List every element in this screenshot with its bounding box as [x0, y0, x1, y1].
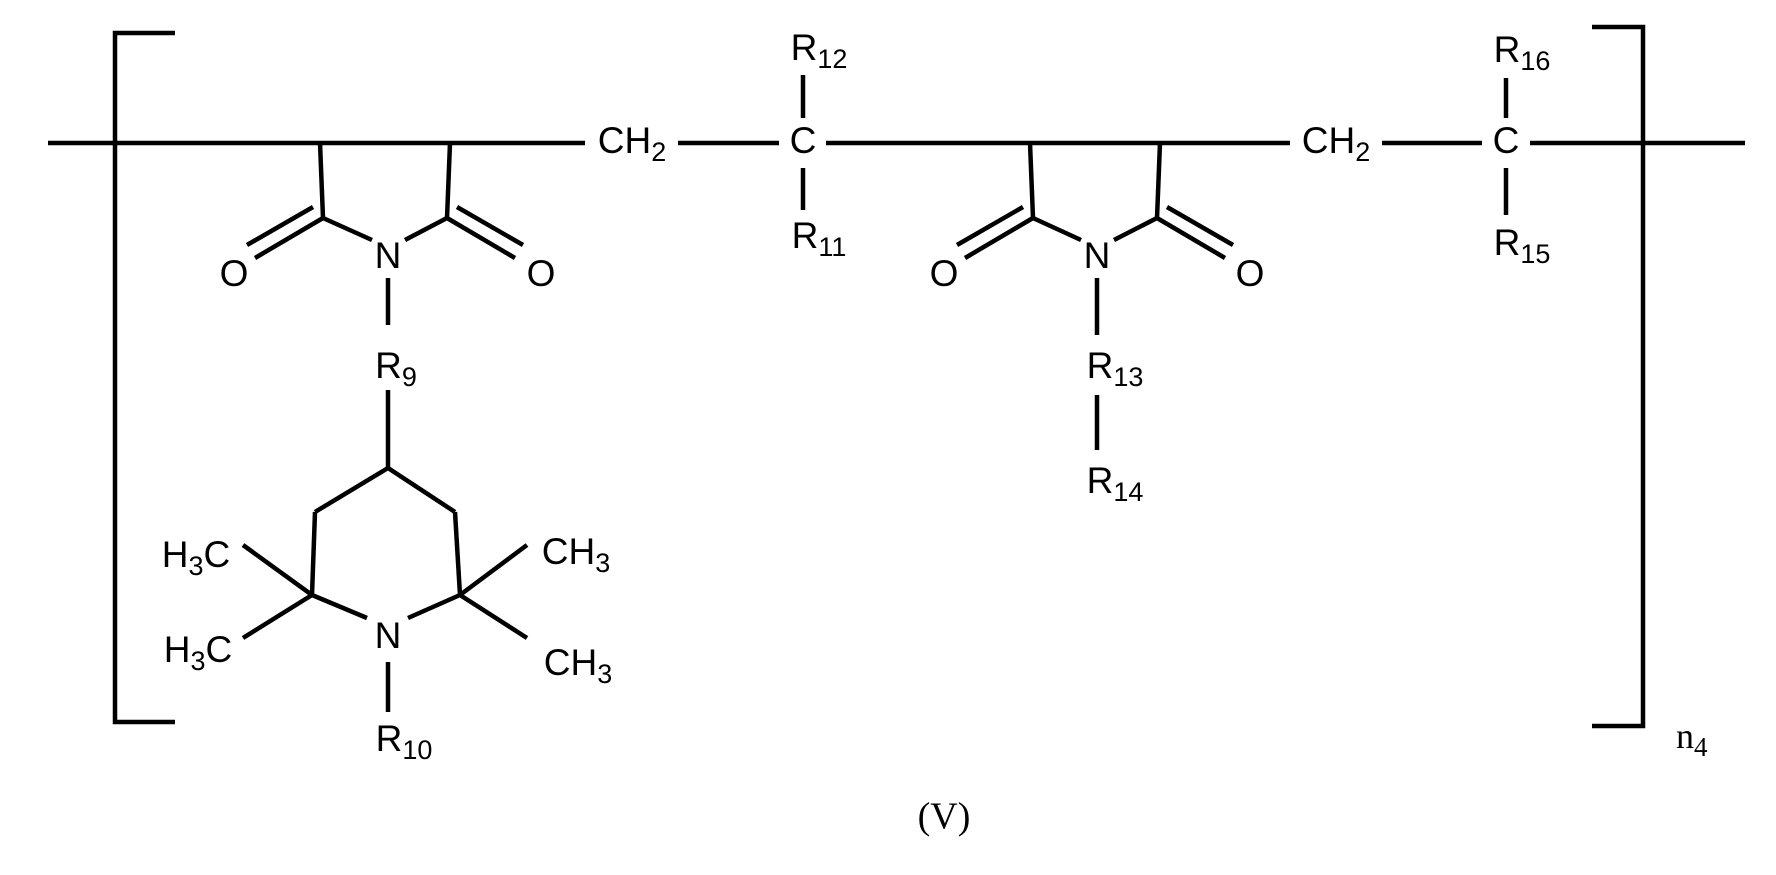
right-bracket — [1592, 27, 1643, 726]
piperidine-bond — [388, 468, 455, 512]
ring-bond — [320, 143, 323, 218]
methyl-bond — [460, 545, 527, 595]
ring-bond — [323, 218, 372, 240]
label-ch3-lower: CH3 — [544, 642, 612, 689]
piperidine-bond — [315, 468, 388, 512]
atom-n-imide-2: N — [1084, 235, 1111, 276]
carbonyl-bond — [1157, 218, 1225, 258]
methyl-bond — [243, 545, 312, 595]
ring-bond — [1114, 218, 1157, 240]
ring-bond — [1157, 143, 1160, 218]
carbonyl-bond — [1167, 207, 1233, 245]
label-r13: R13 — [1087, 345, 1144, 392]
carbonyl-bond — [447, 218, 515, 258]
piperidine-bond — [312, 595, 367, 618]
repeat-index: n4 — [1676, 716, 1708, 762]
label-ch2-2: CH2 — [1302, 120, 1370, 167]
label-h3c-lower: H3C — [164, 629, 233, 676]
formula-number: (V) — [918, 796, 971, 838]
carbonyl-bond — [255, 218, 323, 258]
label-ch3-upper: CH3 — [542, 531, 610, 578]
atom-c-quaternary-2: C — [1493, 120, 1520, 161]
label-r14: R14 — [1087, 460, 1144, 507]
methyl-bond — [460, 595, 527, 638]
atom-o-right-2: O — [1236, 253, 1265, 294]
label-r10: R10 — [376, 718, 433, 765]
ring-bond — [1030, 143, 1033, 218]
ring-bond — [1033, 218, 1081, 240]
label-r9: R9 — [375, 345, 417, 392]
left-bracket — [115, 33, 175, 722]
piperidine-bond — [312, 512, 315, 595]
atom-o-right-1: O — [527, 253, 556, 294]
label-r12: R12 — [791, 27, 848, 74]
methyl-bond — [243, 595, 312, 638]
atom-n-imide-1: N — [375, 235, 402, 276]
label-r15: R15 — [1494, 222, 1551, 269]
ring-bond — [447, 143, 450, 218]
label-ch2-1: CH2 — [598, 120, 666, 167]
atom-c-quaternary-1: C — [790, 120, 817, 161]
piperidine-bond — [455, 512, 460, 595]
piperidine-bond — [408, 595, 460, 618]
carbonyl-bond — [965, 218, 1033, 258]
label-h3c-upper: H3C — [162, 534, 231, 581]
carbonyl-bond — [247, 207, 313, 245]
atom-o-left-1: O — [220, 253, 249, 294]
carbonyl-bond — [957, 207, 1023, 245]
label-r11: R11 — [792, 215, 847, 262]
carbonyl-bond — [457, 207, 523, 245]
label-r16: R16 — [1494, 29, 1551, 76]
atom-n-piperidine: N — [375, 615, 402, 656]
atom-o-left-2: O — [930, 253, 959, 294]
ring-bond — [405, 218, 447, 240]
